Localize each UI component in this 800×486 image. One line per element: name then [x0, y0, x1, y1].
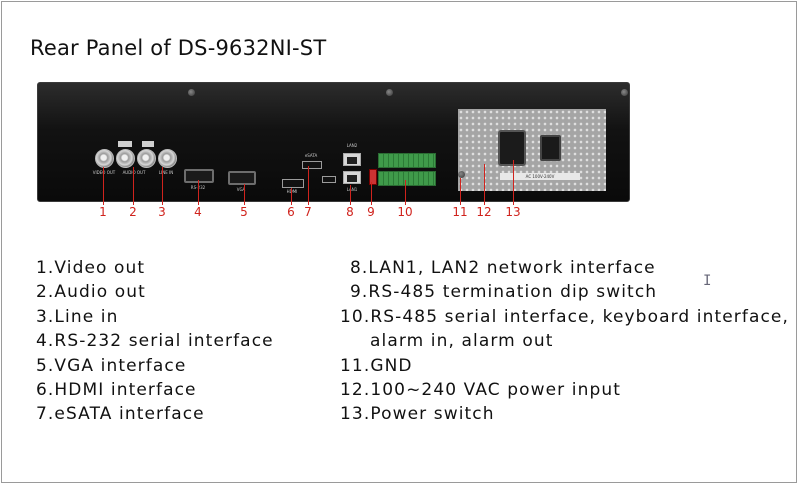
rear-panel-image: VIDEO OUT AUDIO OUT LINE IN RS-232 VGA H… [37, 82, 630, 202]
vga-label: VGA [236, 187, 246, 192]
usb-port [322, 176, 336, 183]
callout-line [350, 185, 351, 205]
callout-6: 6 [287, 205, 295, 219]
terminal-block [378, 153, 436, 168]
audio-out-connector-2 [137, 149, 156, 168]
label-tag [142, 141, 154, 147]
lan2-port [343, 153, 361, 166]
callout-10: 10 [397, 205, 413, 219]
callout-line [244, 184, 245, 205]
callout-9: 9 [367, 205, 375, 219]
callout-line [198, 180, 199, 205]
legend-item: 3.Line in [36, 307, 119, 327]
terminal-block [378, 171, 436, 186]
legend-item: 7.eSATA interface [36, 404, 205, 424]
callout-2: 2 [129, 205, 137, 219]
legend-item: 12.100~240 VAC power input [340, 380, 622, 400]
callout-13: 13 [505, 205, 521, 219]
lan2-label: LAN2 [346, 143, 358, 148]
legend-item: 1.Video out [36, 258, 146, 278]
text-cursor-icon: I [703, 273, 712, 289]
video-out-label: VIDEO OUT [92, 170, 116, 175]
gnd-screw-icon [458, 171, 465, 178]
vga-port [228, 171, 256, 185]
legend-item: 2.Audio out [36, 282, 146, 302]
rs485-dip-switch [369, 169, 377, 185]
screw-icon [386, 89, 393, 96]
callout-line [460, 178, 461, 205]
callout-8: 8 [346, 205, 354, 219]
audio-out-connector [116, 149, 135, 168]
legend-item: 11.GND [340, 356, 413, 376]
callout-line [308, 166, 309, 205]
callout-11: 11 [452, 205, 468, 219]
video-out-connector [95, 149, 114, 168]
hdmi-port [282, 179, 304, 188]
callout-1: 1 [99, 205, 107, 219]
legend-item: 10.RS-485 serial interface, keyboard int… [340, 307, 789, 327]
lan1-label: LAN1 [346, 187, 358, 192]
esata-port [302, 161, 322, 169]
screw-icon [621, 89, 628, 96]
callout-5: 5 [240, 205, 248, 219]
legend-item-continued: alarm in, alarm out [370, 331, 554, 351]
figure-title: Rear Panel of DS-9632NI-ST [30, 36, 327, 60]
power-rating-label: AC 100V-240V [500, 173, 580, 180]
callout-line [371, 182, 372, 205]
lan1-port [343, 171, 361, 184]
legend-item: 6.HDMI interface [36, 380, 197, 400]
label-tag [118, 141, 132, 147]
legend-item: 5.VGA interface [36, 356, 187, 376]
callout-line [133, 167, 134, 205]
callout-line [291, 188, 292, 205]
legend-item: 8.LAN1, LAN2 network interface [350, 258, 656, 278]
callout-4: 4 [194, 205, 202, 219]
callout-12: 12 [476, 205, 492, 219]
line-in-label: LINE IN [158, 170, 174, 175]
hdmi-label: HDMI [286, 189, 298, 194]
audio-out-label: AUDIO OUT [122, 170, 146, 175]
callout-line [484, 164, 485, 205]
power-inlet [498, 130, 526, 166]
legend-item: 4.RS-232 serial interface [36, 331, 274, 351]
callout-line [162, 167, 163, 205]
legend-item: 13.Power switch [340, 404, 495, 424]
power-switch [540, 135, 561, 161]
esata-label: eSATA [304, 153, 318, 158]
legend-item: 9.RS-485 termination dip switch [350, 282, 658, 302]
callout-3: 3 [158, 205, 166, 219]
rs232-port [184, 169, 214, 183]
callout-line [405, 180, 406, 205]
callout-line [103, 167, 104, 205]
callout-7: 7 [304, 205, 312, 219]
line-in-connector [158, 149, 177, 168]
screw-icon [188, 89, 195, 96]
callout-line [513, 160, 514, 205]
power-rating-text: AC 100V-240V [525, 174, 555, 179]
